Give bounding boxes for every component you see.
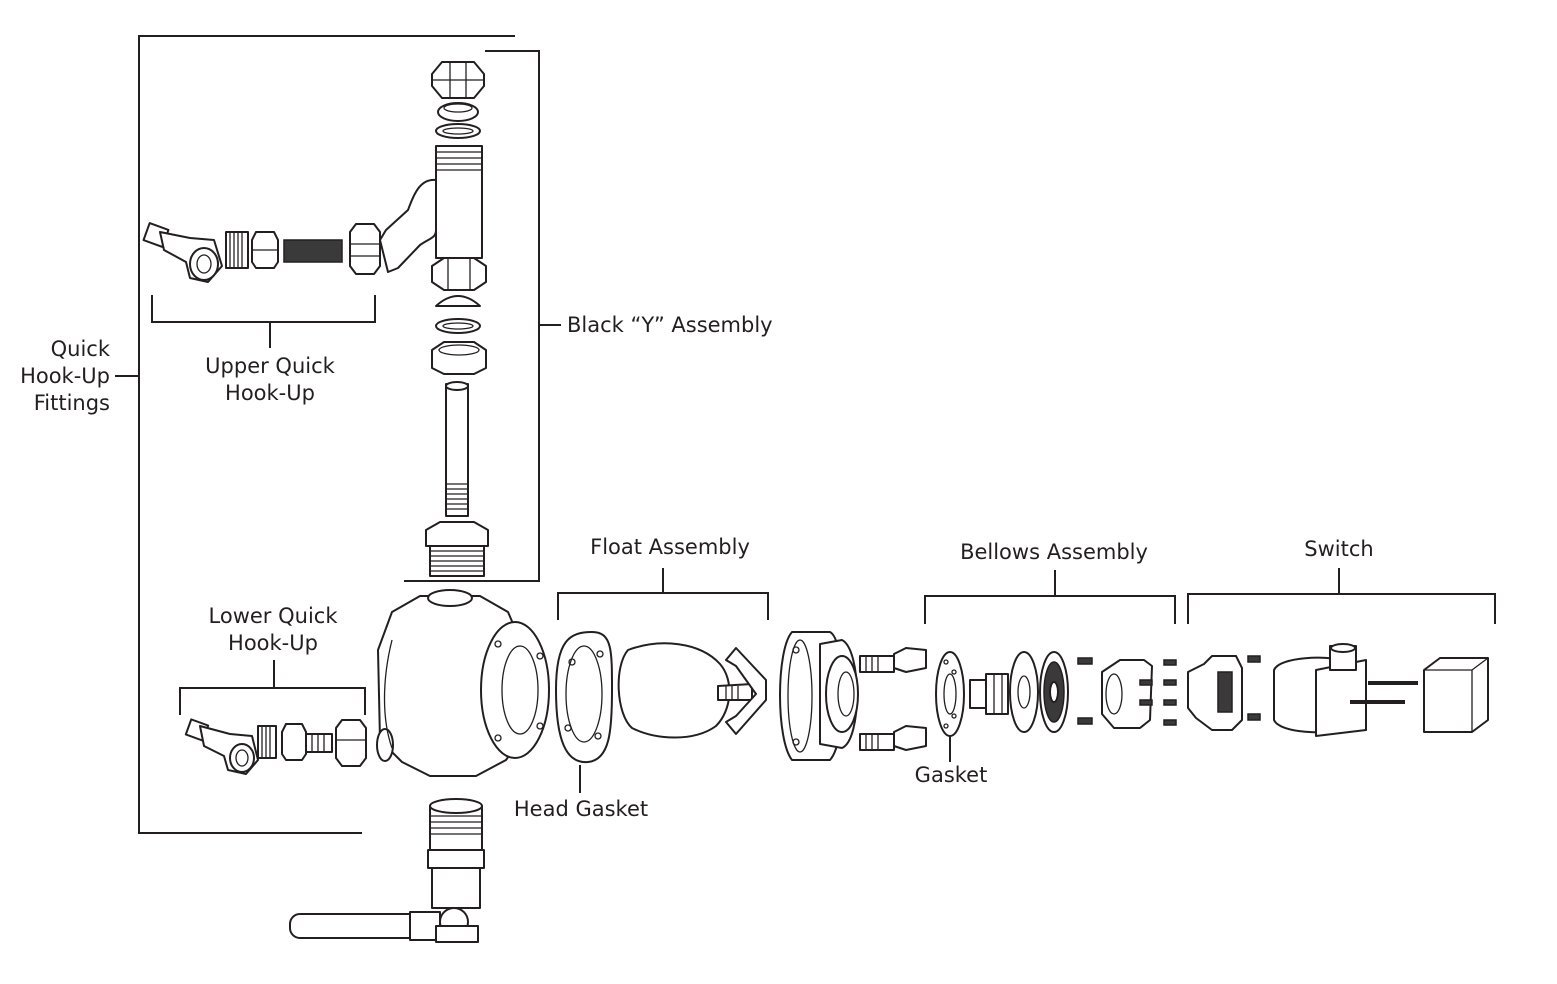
quick-hookup-fittings-line-3: Fittings <box>33 391 110 415</box>
bellows-assembly-bracket <box>924 570 1176 624</box>
lower-threaded-adapter <box>257 725 277 759</box>
quick-hookup-fittings-bracket <box>115 35 515 834</box>
pipe-nipple <box>445 381 469 517</box>
upper-quick-hookup-label: Upper Quick Hook-Up <box>190 353 350 407</box>
upper-union-nut <box>349 223 381 275</box>
upper-threaded-adapter <box>225 231 249 269</box>
lower-union-nut <box>335 719 367 767</box>
float-assembly-label: Float Assembly <box>590 535 750 559</box>
upper-elbow-fitting <box>142 222 223 283</box>
upper-hex-adapter <box>251 231 279 269</box>
body-flange <box>480 621 550 759</box>
float-lever-bracket <box>725 647 767 735</box>
lower-quick-hookup-label: Lower Quick Hook-Up <box>193 603 353 657</box>
switch-long-screws <box>1350 681 1418 704</box>
y-body <box>379 145 487 291</box>
switch-cover <box>1423 657 1489 733</box>
float-assembly-bracket <box>557 568 769 620</box>
lower-elbow-fitting <box>184 718 259 775</box>
lower-hex-nut <box>431 341 487 375</box>
head-gasket-label: Head Gasket <box>513 797 649 821</box>
top-washer <box>437 102 479 122</box>
bellows-plunger <box>969 673 1009 715</box>
upper-quick-hookup-bracket <box>151 295 376 348</box>
bellows-assembly-label: Bellows Assembly <box>960 540 1148 564</box>
top-hex-nut <box>431 61 485 99</box>
reducer-bushing <box>425 521 489 577</box>
quick-hookup-fittings-line-2: Hook-Up <box>20 364 110 388</box>
bellows-plate-2 <box>1039 651 1069 733</box>
upper-quick-hookup-line-2: Hook-Up <box>225 381 315 405</box>
lower-washer-dome <box>435 295 481 307</box>
lower-o-ring <box>435 318 481 334</box>
lower-quick-hookup-line-1: Lower Quick <box>208 604 338 628</box>
flange-bolt-lower <box>859 725 927 751</box>
lower-quick-hookup-line-2: Hook-Up <box>228 631 318 655</box>
gasket-label: Gasket <box>914 763 988 787</box>
switch-bracket <box>1187 568 1496 624</box>
switch-housing <box>1273 643 1367 737</box>
bellows-gasket-part <box>935 651 965 737</box>
flange-bolt-upper <box>859 647 927 673</box>
housing-screws <box>1139 659 1177 726</box>
float-chamber-body <box>376 589 521 777</box>
upper-quick-hookup-line-1: Upper Quick <box>205 354 335 378</box>
head-flange <box>779 631 859 761</box>
bellows-plate-1 <box>1009 651 1039 733</box>
black-y-assembly-bracket <box>404 50 561 582</box>
lower-threaded-nipple <box>305 733 333 753</box>
quick-hookup-fittings-label: Quick Hook-Up Fittings <box>14 336 110 417</box>
blowdown-valve <box>289 849 485 943</box>
switch-label: Switch <box>1304 537 1374 561</box>
bellows-housing <box>1101 659 1153 729</box>
quick-hookup-fittings-line-1: Quick <box>50 337 110 361</box>
head-gasket-part <box>555 631 613 764</box>
top-o-ring <box>435 123 481 139</box>
float-ball <box>617 642 753 739</box>
upper-threaded-nipple <box>283 239 343 263</box>
lower-hex-adapter <box>281 723 307 761</box>
lower-quick-hookup-bracket <box>179 660 366 715</box>
bottom-nipple <box>429 798 483 851</box>
black-y-assembly-label: Black “Y” Assembly <box>567 313 773 337</box>
bellows-small-screws <box>1077 657 1093 725</box>
switch-base <box>1187 655 1243 731</box>
switch-screws <box>1247 655 1261 721</box>
